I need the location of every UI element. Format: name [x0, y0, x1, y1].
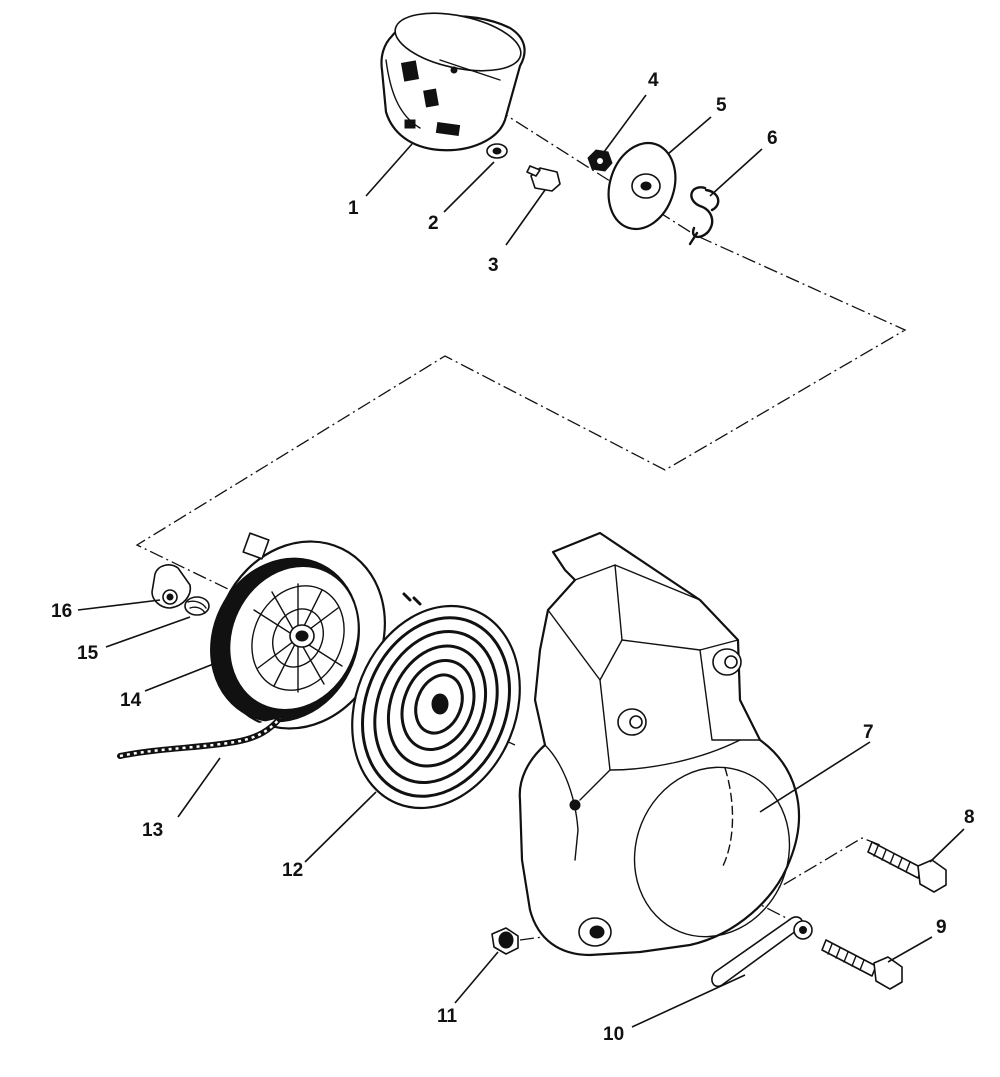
callout-6: 6: [767, 128, 778, 149]
callout-9: 9: [936, 917, 947, 938]
callout-4: 4: [648, 70, 659, 91]
callout-2: 2: [428, 213, 439, 234]
nut-icon: [587, 149, 613, 172]
pawl-icon: [151, 564, 192, 609]
callout-3: 3: [488, 255, 499, 276]
friction-plate-icon: [607, 141, 677, 231]
starter-housing-icon: [518, 531, 801, 957]
starter-rope-icon: [117, 715, 283, 759]
callout-labels: 1 2 3 4 5 6 7 8 9 10 11 12 13 14 15 16: [51, 70, 975, 1045]
callout-12: 12: [282, 860, 303, 881]
drive-cup-icon: [380, 12, 526, 152]
callout-7: 7: [863, 722, 874, 743]
washer-icon: [486, 143, 508, 159]
leader-lines: [77, 94, 965, 1028]
lower-bolt-icon: [821, 939, 903, 990]
spring-clip-icon: [688, 186, 720, 246]
callout-1: 1: [348, 198, 359, 219]
small-nut-icon: [491, 927, 519, 955]
callout-11: 11: [437, 1006, 458, 1027]
callout-13: 13: [142, 820, 163, 841]
callout-5: 5: [716, 95, 727, 116]
callout-16: 16: [51, 601, 72, 622]
callout-10: 10: [603, 1024, 624, 1045]
pawl-spring-icon: [184, 596, 210, 616]
recoil-spring-icon: [351, 592, 521, 810]
callout-8: 8: [964, 807, 975, 828]
callout-15: 15: [77, 643, 99, 664]
small-bolt-icon: [526, 165, 561, 192]
upper-bolt-icon: [867, 841, 947, 893]
rope-handle-icon: [711, 916, 813, 988]
callout-14: 14: [120, 690, 142, 711]
rope-pulley-icon: [210, 532, 386, 730]
